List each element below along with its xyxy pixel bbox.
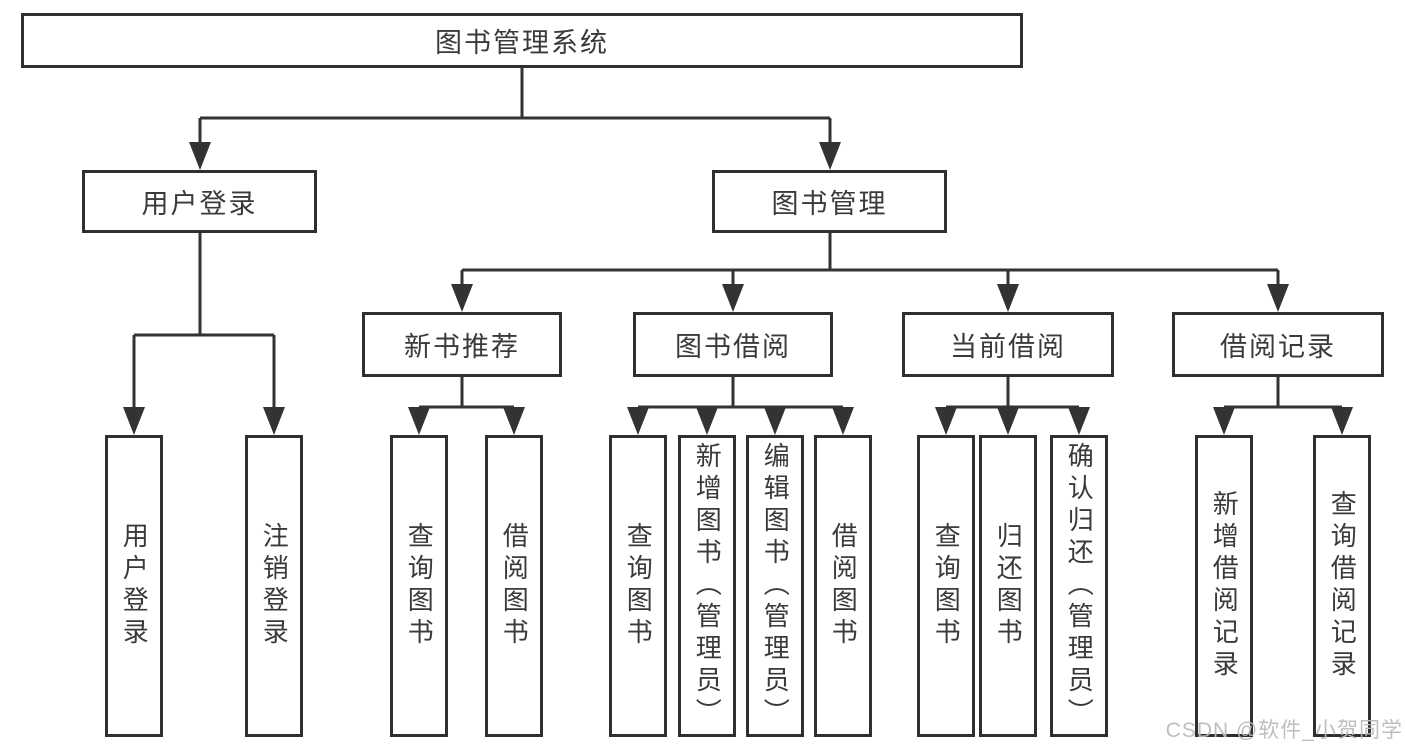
leaf-label: 确认归还（管理员） [1064,442,1095,730]
leaf-add-books-admin: 新增图书（管理员） [678,435,736,737]
arrowhead-icon [451,284,473,312]
arrowhead-icon [696,407,718,435]
leaf-query-books-current: 查询图书 [917,435,975,737]
leaf-label: 新增借阅记录 [1209,490,1240,682]
arrowhead-icon [503,407,525,435]
leaf-query-books-newrec: 查询图书 [390,435,448,737]
leaf-return-books: 归还图书 [979,435,1037,737]
node-current-borrowing: 当前借阅 [902,312,1114,377]
leaf-edit-books-admin: 编辑图书（管理员） [746,435,804,737]
edge-borrow-to-leaves [636,377,845,414]
leaf-label: 编辑图书（管理员） [760,442,791,730]
node-root-library-system: 图书管理系统 [21,13,1023,68]
leaf-label: 查询图书 [623,522,654,650]
leaf-label: 归还图书 [993,522,1024,650]
arrowhead-icon [722,284,744,312]
tree-edges [132,68,1344,414]
edge-root-to-level2 [198,68,832,146]
node-book-management: 图书管理 [712,170,947,233]
arrowhead-icon [408,407,430,435]
arrowhead-icon [1068,407,1090,435]
node-user-login: 用户登录 [82,170,317,233]
arrowhead-icon [1213,407,1235,435]
leaf-borrow-books-newrec: 借阅图书 [485,435,543,737]
arrowhead-icon [997,284,1019,312]
leaf-query-borrow-record: 查询借阅记录 [1313,435,1371,737]
arrowhead-icon [123,407,145,435]
leaf-label: 用户登录 [119,522,150,650]
arrowhead-icon [819,142,841,170]
leaf-label: 查询借阅记录 [1327,490,1358,682]
leaf-label: 注销登录 [259,522,290,650]
leaf-user-login: 用户登录 [105,435,163,737]
leaf-query-books-borrowing: 查询图书 [609,435,667,737]
arrowhead-icon [764,407,786,435]
arrowhead-icon [263,407,285,435]
leaf-label: 借阅图书 [499,522,530,650]
leaf-add-borrow-record: 新增借阅记录 [1195,435,1253,737]
leaf-label: 新增图书（管理员） [692,442,723,730]
edge-bookmgmt-to-level3 [460,233,1280,290]
leaf-borrow-books-borrowing: 借阅图书 [814,435,872,737]
leaf-label: 查询图书 [404,522,435,650]
leaf-label: 查询图书 [931,522,962,650]
leaf-logout: 注销登录 [245,435,303,737]
edge-records-to-leaves [1222,377,1344,414]
csdn-watermark: CSDN @软件_小贺同学 [1165,719,1403,742]
arrowhead-icon [1331,407,1353,435]
node-borrowing-records: 借阅记录 [1172,312,1384,377]
node-new-book-recommend: 新书推荐 [362,312,562,377]
arrowhead-icon [832,407,854,435]
arrowhead-icon [1267,284,1289,312]
arrowhead-icon [189,142,211,170]
edge-newrec-to-leaves [417,377,516,414]
leaf-label: 借阅图书 [828,522,859,650]
arrowheads [123,142,1353,435]
leaf-confirm-return-admin: 确认归还（管理员） [1050,435,1108,737]
arrowhead-icon [997,407,1019,435]
edge-userlogin-to-leaves [132,233,276,412]
arrowhead-icon [935,407,957,435]
arrowhead-icon [627,407,649,435]
node-book-borrowing: 图书借阅 [633,312,833,377]
